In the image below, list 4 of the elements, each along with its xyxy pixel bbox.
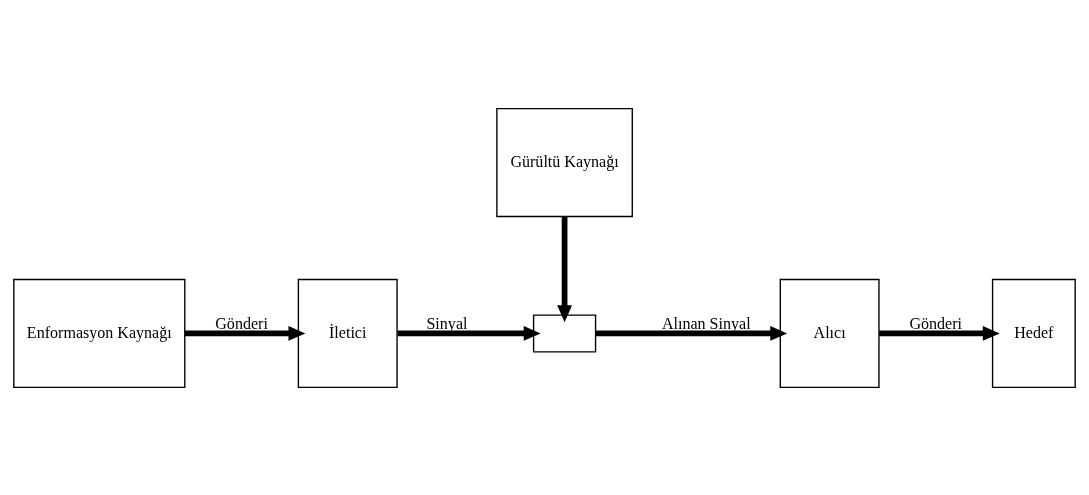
edge-label: Sinyal (426, 314, 468, 332)
edge-label: Alınan Sinyal (661, 314, 751, 332)
edge-label: Gönderi (215, 314, 268, 332)
edge-label: Gönderi (909, 314, 963, 332)
